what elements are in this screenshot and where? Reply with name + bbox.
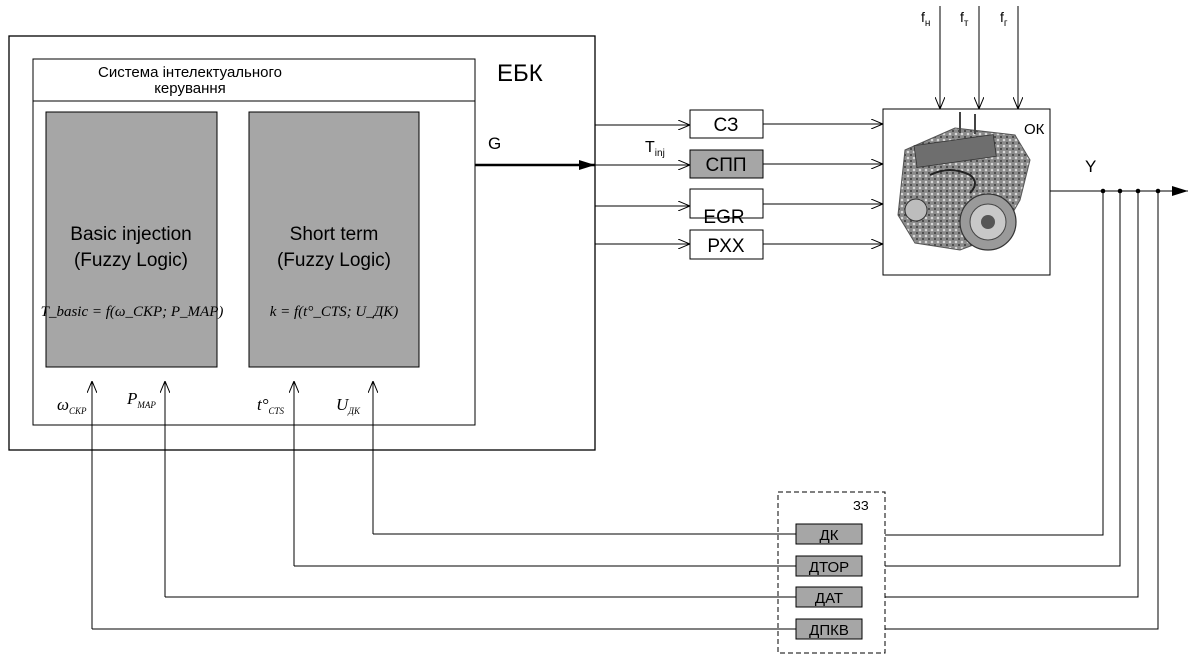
control-system-title-line2: керування — [154, 80, 226, 97]
plant-input-lines — [763, 124, 883, 244]
svg-text:ДК: ДК — [820, 527, 839, 544]
actuator-rhh: РХХ — [689, 229, 764, 260]
actuator-sz: СЗ — [689, 109, 764, 139]
actuator-lines — [595, 125, 690, 244]
disturbance-fn: fн — [921, 9, 930, 29]
actuator-spp-label: СПП — [705, 155, 746, 176]
sensor-feed-lines — [885, 191, 1159, 630]
ecu-label: ЕБК — [497, 60, 543, 87]
basic-injection-block — [45, 111, 218, 368]
svg-text:ДАТ: ДАТ — [815, 590, 843, 607]
actuator-egr-label: EGR — [703, 207, 744, 228]
short-term-subtitle: (Fuzzy Logic) — [277, 250, 391, 271]
input-t-label: t°CTS — [257, 395, 285, 416]
engine-image — [897, 112, 1031, 251]
control-system-title: Система інтелектуального — [98, 64, 282, 81]
basic-injection-title: Basic injection — [70, 224, 191, 245]
input-u-label: UДК — [336, 395, 361, 416]
plant-label: ОК — [1024, 121, 1045, 138]
actuator-sz-label: СЗ — [714, 115, 739, 136]
actuator-spp: СПП — [689, 149, 764, 179]
basic-injection-subtitle: (Fuzzy Logic) — [74, 250, 188, 271]
input-omega-label: ωСКР — [57, 395, 87, 416]
g-signal-label: G — [488, 134, 501, 153]
sensor-group-frame — [777, 491, 886, 654]
sensor-group-label: ЗЗ — [853, 498, 869, 513]
actuator-rhh-label: РХХ — [707, 236, 744, 257]
sensor-dtor: ДТОР — [795, 555, 863, 577]
sensor-dat: ДАТ — [795, 586, 863, 608]
disturbance-lines — [940, 6, 1018, 109]
feedback-lines — [92, 381, 373, 629]
actuator-egr: EGR — [689, 188, 764, 228]
tinj-label: Tinj — [645, 139, 665, 159]
short-term-block — [248, 111, 420, 368]
svg-text:ДТОР: ДТОР — [809, 559, 849, 576]
disturbance-ft: fт — [960, 9, 969, 29]
basic-injection-formula: T_basic = f(ω_СКР; P_MAP) — [41, 304, 224, 320]
svg-text:ДПКВ: ДПКВ — [809, 622, 849, 639]
sensor-dpkv: ДПКВ — [795, 618, 863, 640]
sensor-dk: ДК — [795, 523, 863, 545]
input-p-label: PMAP — [126, 389, 156, 410]
short-term-title: Short term — [290, 224, 379, 245]
y-output-label: Y — [1085, 157, 1096, 176]
short-term-formula: k = f(t°_CTS; U_ДК) — [270, 304, 399, 320]
sensor-output-lines — [92, 533, 796, 630]
disturbance-fg: fг — [1000, 9, 1008, 29]
